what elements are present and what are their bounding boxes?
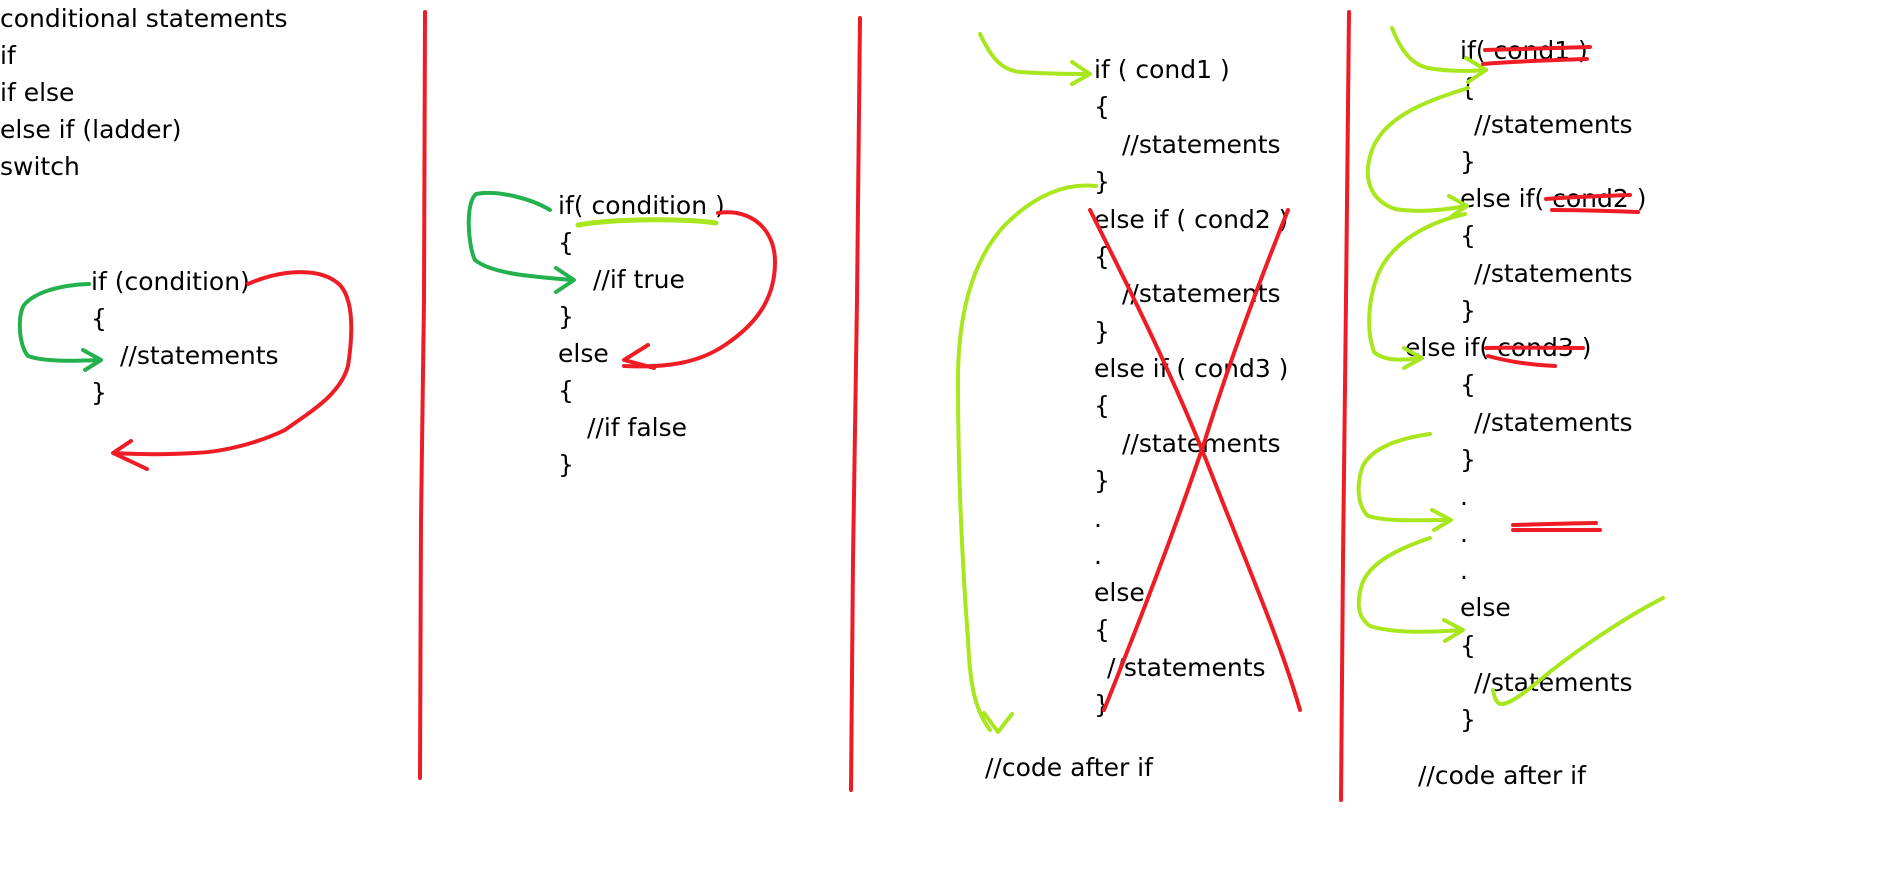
ladder-entry-arrow xyxy=(978,32,1090,76)
ladder-line-16: { xyxy=(1094,615,1110,644)
flow-line-4: } xyxy=(1460,147,1476,176)
topic-if-else: if else xyxy=(0,78,75,107)
ladder-line-1: if ( cond1 ) xyxy=(1094,55,1230,84)
flow-line-9: else if( cond3 ) xyxy=(1405,333,1592,362)
if-true-arrow xyxy=(17,282,102,363)
flow-line-17: { xyxy=(1460,631,1476,660)
ladder-code-after: //code after if xyxy=(985,753,1153,782)
if-statements: //statements xyxy=(120,341,279,370)
ladder-line-2: { xyxy=(1094,92,1110,121)
flow-line-16: else xyxy=(1460,593,1511,622)
ifelse-else-line: else xyxy=(558,339,609,368)
flow-arrow-5 xyxy=(1356,536,1464,634)
ladder-line-9: else if ( cond3 ) xyxy=(1094,354,1289,383)
flow-line-10: { xyxy=(1460,370,1476,399)
flow-line-5: else if( cond2 ) xyxy=(1460,184,1647,213)
ladder-line-12: } xyxy=(1094,466,1110,495)
flow-line-14: . xyxy=(1460,519,1468,548)
flow-line-12: } xyxy=(1460,445,1476,474)
flow-code-after: //code after if xyxy=(1418,761,1586,790)
divider-line-1 xyxy=(418,10,427,780)
topic-else-if-ladder: else if (ladder) xyxy=(0,115,182,144)
ladder-line-7: //statements xyxy=(1122,279,1281,308)
flow-line-6: { xyxy=(1460,221,1476,250)
flow-arrow-4 xyxy=(1356,432,1452,523)
ifelse-close-brace-2: } xyxy=(558,450,574,479)
flow-line-7: //statements xyxy=(1474,259,1633,288)
flow-line-8: } xyxy=(1460,296,1476,325)
topic-switch: switch xyxy=(0,152,80,181)
ladder-line-5: else if ( cond2 ) xyxy=(1094,205,1289,234)
if-true-arrowhead xyxy=(81,348,103,372)
ladder-line-17: //statements xyxy=(1107,653,1266,682)
topics-heading: conditional statements xyxy=(0,4,288,33)
flow-line-13: . xyxy=(1460,482,1468,511)
ifelse-true-body: //if true xyxy=(593,265,685,294)
ladder-line-6: { xyxy=(1094,242,1110,271)
ladder-exit-arrow xyxy=(956,183,1098,732)
ifelse-open-brace-1: { xyxy=(558,228,574,257)
topic-if: if xyxy=(0,41,16,70)
if-close-brace: } xyxy=(91,378,107,407)
ifelse-false-arrowhead xyxy=(622,343,656,370)
flow-arrowhead-4 xyxy=(1430,508,1453,532)
ladder-line-3: //statements xyxy=(1122,130,1281,159)
flow-line-11: //statements xyxy=(1474,408,1633,437)
ladder-line-15: else xyxy=(1094,578,1145,607)
divider-line-3 xyxy=(1339,10,1351,802)
ladder-line-18: } xyxy=(1094,690,1110,719)
flow-strike-dots-1 xyxy=(1511,521,1598,527)
ladder-line-8: } xyxy=(1094,317,1110,346)
ladder-line-14: . xyxy=(1094,541,1102,570)
ifelse-false-body: //if false xyxy=(587,413,688,442)
ifelse-close-brace-1: } xyxy=(558,302,574,331)
ladder-exit-arrowhead xyxy=(982,711,1014,734)
if-false-arrowhead xyxy=(111,439,149,471)
if-open-brace: { xyxy=(91,304,107,333)
flow-line-2: { xyxy=(1460,73,1476,102)
ladder-line-4: } xyxy=(1094,167,1110,196)
flow-line-19: } xyxy=(1460,705,1476,734)
flow-arrow-2 xyxy=(1365,86,1470,213)
ifelse-if-line: if( condition ) xyxy=(558,191,725,220)
ifelse-open-brace-2: { xyxy=(558,376,574,405)
divider-line-2 xyxy=(849,16,862,792)
ladder-entry-arrowhead xyxy=(1070,60,1092,86)
flow-line-18: //statements xyxy=(1474,668,1633,697)
if-condition-line: if (condition) xyxy=(91,267,250,296)
ladder-line-11: //statements xyxy=(1122,429,1281,458)
flow-line-15: . xyxy=(1460,556,1468,585)
flow-line-1: if( cond1 ) xyxy=(1460,36,1588,65)
flow-line-3: //statements xyxy=(1474,110,1633,139)
ifelse-true-arrowhead xyxy=(554,266,576,294)
ladder-line-10: { xyxy=(1094,391,1110,420)
ladder-line-13: . xyxy=(1094,504,1102,533)
